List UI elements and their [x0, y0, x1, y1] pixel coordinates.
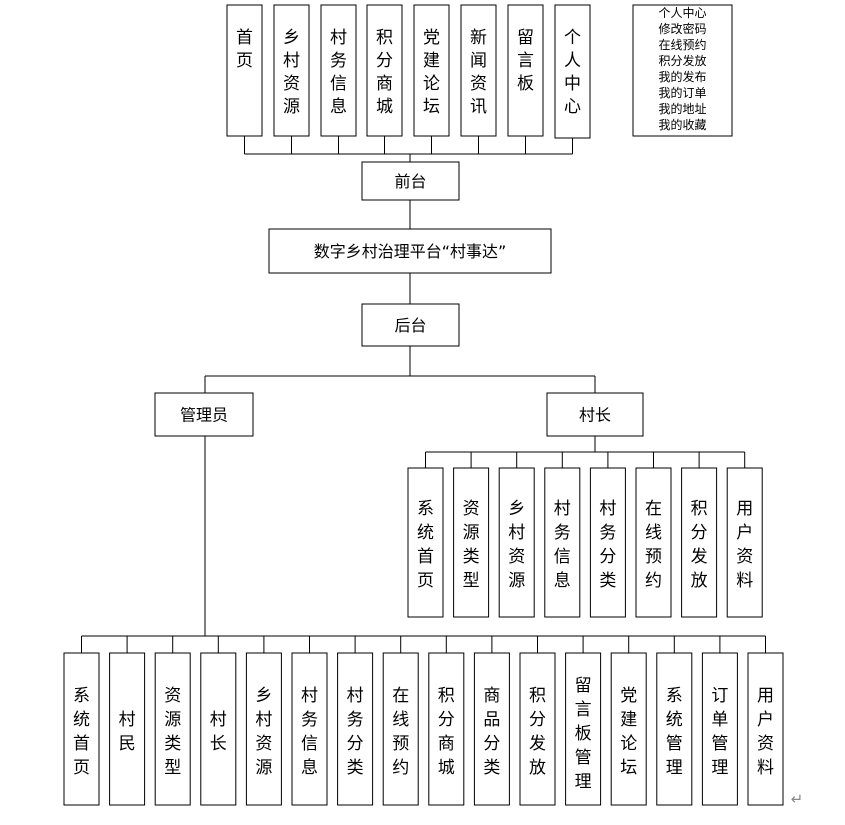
frontend-module-6 [460, 4, 497, 137]
village-head-module-5-label: 村务分类 [599, 499, 616, 591]
platform-title-node [268, 228, 552, 274]
admin-module-14-label: 系统管理 [666, 686, 683, 778]
admin-module-15 [701, 652, 738, 806]
admin-module-3 [154, 652, 191, 806]
village-head-role-node-label: 村长 [579, 406, 611, 425]
admin-module-9 [428, 652, 465, 806]
village-head-module-6 [635, 467, 672, 618]
village-head-module-7-label: 积分发放 [691, 499, 708, 591]
backend-node-label: 后台 [394, 316, 426, 335]
admin-module-2-label: 村民 [119, 710, 136, 754]
village-head-module-8-label: 用户资料 [736, 499, 753, 591]
frontend-module-4 [366, 4, 403, 137]
frontend-node-label: 前台 [394, 172, 426, 191]
personal-center-submenu [632, 4, 733, 137]
admin-module-5-label: 乡村资源 [255, 686, 272, 778]
platform-title-node-label: 数字乡村治理平台“村事达” [314, 242, 507, 261]
admin-module-5 [245, 652, 282, 806]
admin-module-1-label: 系统首页 [73, 686, 90, 778]
admin-module-14 [656, 652, 693, 806]
admin-module-8 [382, 652, 419, 806]
personal-center-item-3: 在线预约 [658, 37, 706, 52]
frontend-module-5-label: 党建论坛 [423, 28, 440, 117]
paragraph-return-mark: ↵ [791, 790, 804, 808]
admin-module-6-label: 村务信息 [301, 686, 318, 778]
frontend-module-6-label: 新闻资讯 [470, 28, 487, 117]
admin-module-4 [200, 652, 237, 806]
admin-module-10 [473, 652, 510, 806]
village-head-module-2-label: 资源类型 [463, 499, 480, 591]
admin-module-13 [610, 652, 647, 806]
village-head-role-node [546, 392, 644, 437]
frontend-module-1-label: 首页 [236, 28, 253, 71]
village-head-module-8 [726, 467, 763, 618]
admin-module-12-label: 留言板管理 [575, 676, 592, 792]
village-head-module-4 [544, 467, 581, 618]
frontend-module-3 [320, 4, 357, 137]
admin-module-2 [109, 652, 146, 806]
frontend-module-3-label: 村务信息 [330, 28, 347, 117]
personal-center-item-4: 积分发放 [658, 53, 706, 68]
village-head-module-4-label: 村务信息 [554, 499, 571, 591]
frontend-module-4-label: 积分商城 [376, 28, 393, 117]
admin-module-11 [519, 652, 556, 806]
personal-center-item-2: 修改密码 [658, 21, 706, 36]
admin-module-15-label: 订单管理 [711, 686, 728, 778]
admin-module-13-label: 党建论坛 [620, 686, 637, 778]
admin-module-16-label: 用户资料 [757, 686, 774, 778]
frontend-module-7-label: 留言板 [517, 28, 534, 94]
frontend-node [361, 161, 460, 201]
frontend-module-5 [413, 4, 450, 137]
admin-module-3-label: 资源类型 [164, 686, 181, 778]
village-head-module-6-label: 在线预约 [645, 499, 662, 591]
personal-center-item-8: 我的收藏 [658, 117, 706, 132]
village-head-module-1 [407, 467, 444, 618]
admin-module-12 [565, 652, 602, 806]
admin-role-node [154, 392, 254, 437]
frontend-module-1 [226, 4, 263, 137]
admin-module-1 [63, 652, 100, 806]
admin-module-8-label: 在线预约 [392, 686, 409, 778]
personal-center-item-1: 个人中心 [658, 5, 706, 20]
personal-center-item-7: 我的地址 [658, 101, 706, 116]
personal-center-item-5: 我的发布 [658, 69, 706, 84]
village-head-module-1-label: 系统首页 [417, 499, 434, 591]
admin-module-10-label: 商品分类 [483, 686, 500, 778]
admin-module-4-label: 村长 [210, 710, 227, 754]
admin-module-7-label: 村务分类 [347, 686, 364, 778]
village-head-module-5 [589, 467, 626, 618]
frontend-module-2 [273, 4, 310, 137]
village-head-module-2 [453, 467, 490, 618]
frontend-module-7 [507, 4, 544, 137]
admin-role-node-label: 管理员 [180, 406, 228, 425]
admin-module-6 [291, 652, 328, 806]
frontend-module-2-label: 乡村资源 [283, 28, 300, 117]
admin-module-9-label: 积分商城 [438, 686, 455, 778]
admin-module-7 [337, 652, 374, 806]
backend-node [361, 303, 460, 347]
frontend-module-8 [554, 4, 591, 139]
personal-center-item-6: 我的订单 [658, 85, 706, 100]
village-head-module-7 [681, 467, 718, 618]
village-head-module-3 [498, 467, 535, 618]
village-head-module-3-label: 乡村资源 [508, 499, 525, 591]
frontend-module-8-label: 个人中心 [564, 28, 581, 117]
admin-module-16 [747, 652, 784, 806]
admin-module-11-label: 积分发放 [529, 686, 546, 778]
